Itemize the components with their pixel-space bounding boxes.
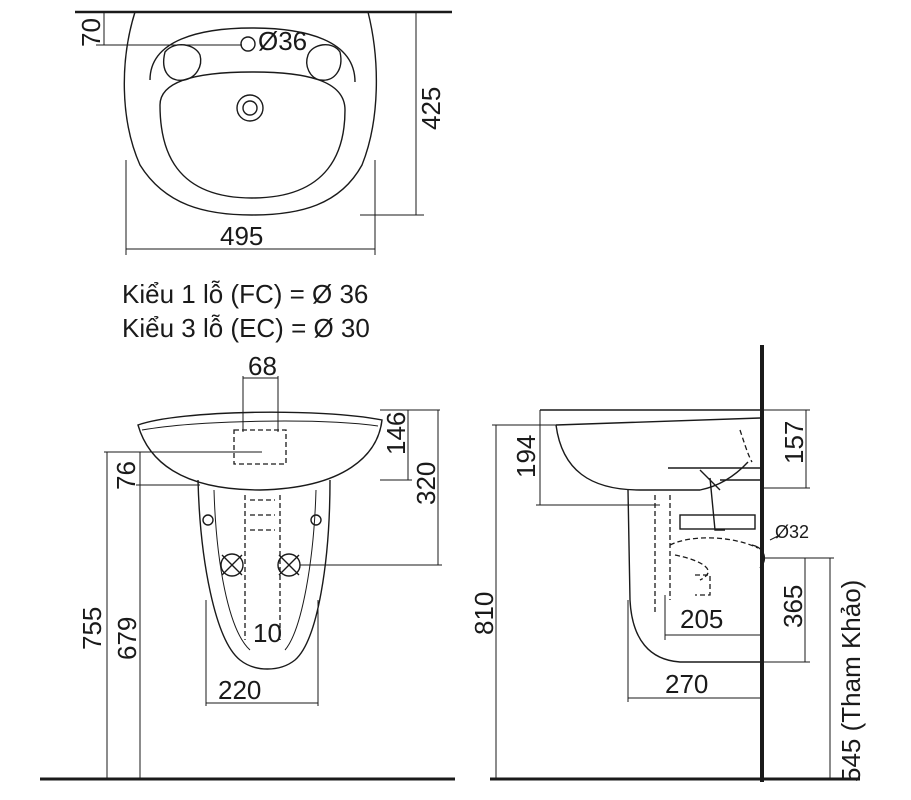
dim-679-label: 679	[112, 617, 142, 660]
dim-70-label: 70	[76, 18, 106, 47]
dim-365-label: 365	[778, 585, 808, 628]
dim-810-label: 810	[469, 592, 499, 635]
dim-270-label: 270	[665, 669, 708, 699]
side-waste-end	[751, 544, 766, 569]
front-view: 68 146 320 76 755 679 10	[40, 351, 455, 781]
side-trap-dashed	[654, 495, 759, 615]
dim-545-label: 545 (Tham Khảo)	[836, 580, 866, 782]
dim-32-label: Ø32	[775, 522, 809, 542]
dim-76-label: 76	[111, 461, 141, 490]
bolt-left	[202, 514, 214, 526]
dim-220-label: 220	[218, 675, 261, 705]
side-pedestal	[627, 489, 760, 663]
dim-68-label: 68	[248, 351, 277, 381]
dim-495-label: 495	[220, 221, 263, 251]
side-basin	[540, 409, 762, 491]
front-basin	[137, 411, 383, 491]
drain-outer	[236, 94, 264, 122]
top-view: 70 Ø36 425 495	[75, 10, 452, 255]
note-line-1: Kiểu 1 lỗ (FC) = Ø 36	[122, 279, 368, 309]
dim-755-label: 755	[77, 607, 107, 650]
dim-425-label: 425	[416, 87, 446, 130]
side-valve	[679, 514, 756, 530]
bowl-outline	[159, 71, 346, 199]
note-line-2: Kiểu 3 lỗ (EC) = Ø 30	[122, 313, 370, 343]
dim-320-label: 320	[411, 462, 441, 505]
notes: Kiểu 1 lỗ (FC) = Ø 36 Kiểu 3 lỗ (EC) = Ø…	[122, 279, 370, 343]
basin-outline	[123, 11, 378, 216]
drain-inner	[242, 100, 258, 116]
dim-205-label: 205	[680, 604, 723, 634]
front-pedestal-inner	[213, 489, 317, 651]
bolt-right	[310, 514, 322, 526]
valve-handles	[221, 554, 300, 576]
valve-left	[220, 553, 244, 577]
side-overflow-dashed	[739, 429, 753, 463]
front-basin-rim	[141, 420, 379, 431]
dim-10-label: 10	[253, 618, 282, 648]
front-pedestal	[197, 479, 331, 670]
dim-32-leader	[769, 534, 781, 541]
deck-ridge	[149, 27, 356, 83]
dim-194-label: 194	[511, 435, 541, 478]
side-view: 194 157 810 Ø32 205 365 270 545 (Tham Kh…	[469, 345, 866, 782]
front-trap-dashed	[244, 495, 281, 640]
side-bracket	[668, 467, 760, 491]
dim-157-label: 157	[779, 421, 809, 464]
dim-146-label: 146	[381, 412, 411, 455]
soap-dish-left	[163, 44, 202, 81]
dim-hole-label: Ø36	[258, 26, 307, 56]
tap-hole	[240, 36, 256, 52]
front-tap-block	[233, 429, 287, 465]
side-valve-stem	[709, 477, 725, 531]
soap-dish-right	[306, 44, 342, 81]
